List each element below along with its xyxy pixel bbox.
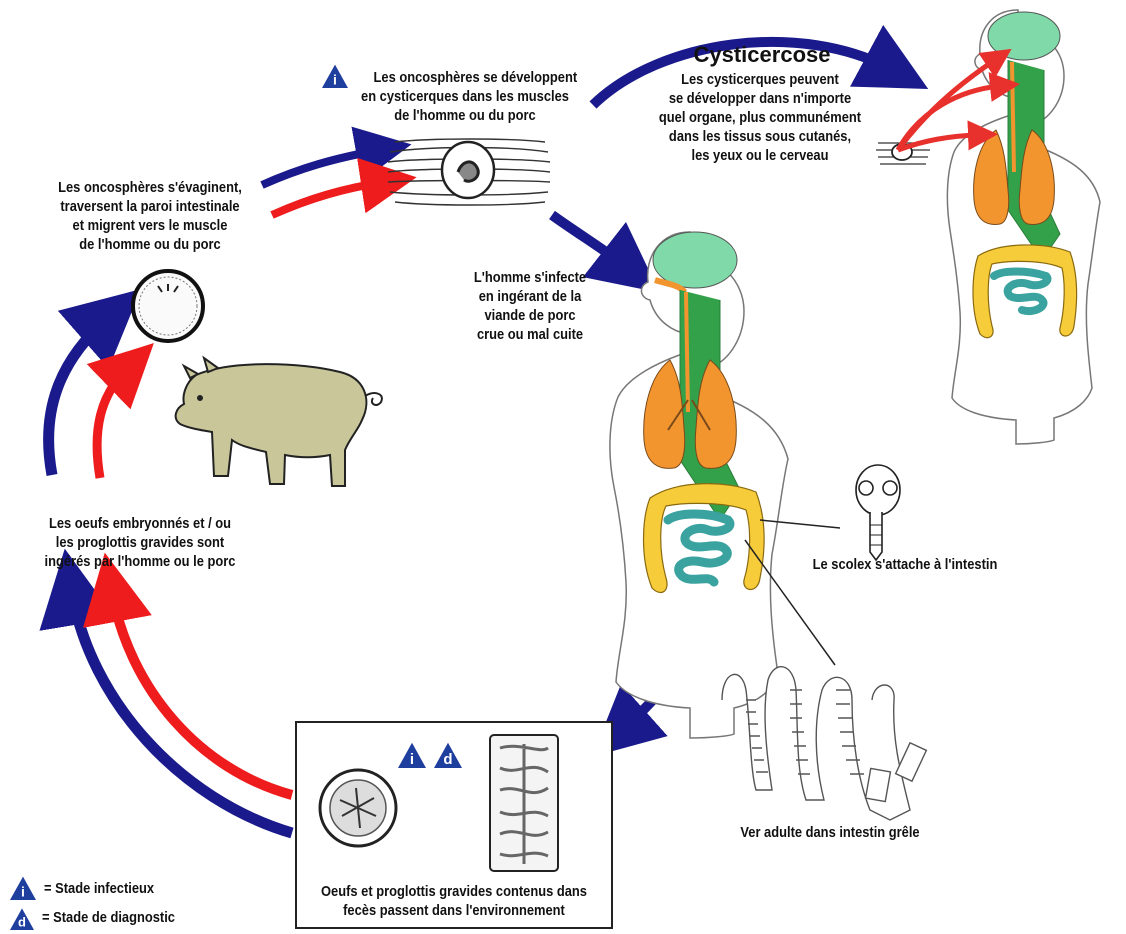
arrow-oncosphere-to-muscle-human [262,150,380,185]
oncosphere-illustration [133,271,203,341]
arrow-muscle-to-human [552,215,628,268]
arrow-feces-to-eggs-human [72,592,292,833]
legend-diagnostic: = Stade de diagnostic [42,909,175,926]
pig-illustration [176,358,382,486]
legend-infective: = Stade infectieux [44,880,154,897]
scolex-illustration [856,465,900,560]
stage-oncosphere-label: Les oncosphères s'évaginent, traversent … [38,178,262,254]
egg-illustration [320,770,396,846]
muscle-cysticercus-illustration [388,139,550,205]
legend-badge-diagnostic: d [10,908,34,930]
stage-human-infection-label: L'homme s'infecte en ingérant de la vian… [444,268,616,344]
stage-scolex-label: Le scolex s'attache à l'intestin [802,555,1008,574]
gravid-proglottid-illustration [490,735,558,871]
cysticercose-title: Cysticercose [672,42,852,68]
stage-adult-label: Ver adulte dans intestin grêle [718,823,942,842]
arrow-feces-to-eggs-pig [112,592,292,795]
stage-eggs-ingested-label: Les oeufs embryonnés et / ou les proglot… [20,514,261,571]
arrow-oncosphere-to-muscle-pig [272,182,385,215]
arrow-eggs-to-oncosphere-pig [97,368,128,478]
legend-badge-infective-letter: i [21,883,25,899]
cysticercose-description: Les cysticerques peuvent se développer d… [657,70,863,165]
legend-badge-diagnostic-letter: d [18,915,26,930]
legend-badge-infective: i [10,877,36,900]
stage-muscle-label: Les oncosphères se développent en cystic… [349,68,581,125]
human-body-central [610,232,788,738]
human-body-right [898,10,1100,444]
badge-infective-feces-letter: i [410,751,414,768]
badge-infective-muscle: i [322,65,348,88]
badge-diagnostic-feces-letter: d [443,751,452,768]
badge-infective-muscle-letter: i [333,71,337,87]
stage-environment-label: Oeufs et proglottis gravides contenus da… [318,882,590,920]
